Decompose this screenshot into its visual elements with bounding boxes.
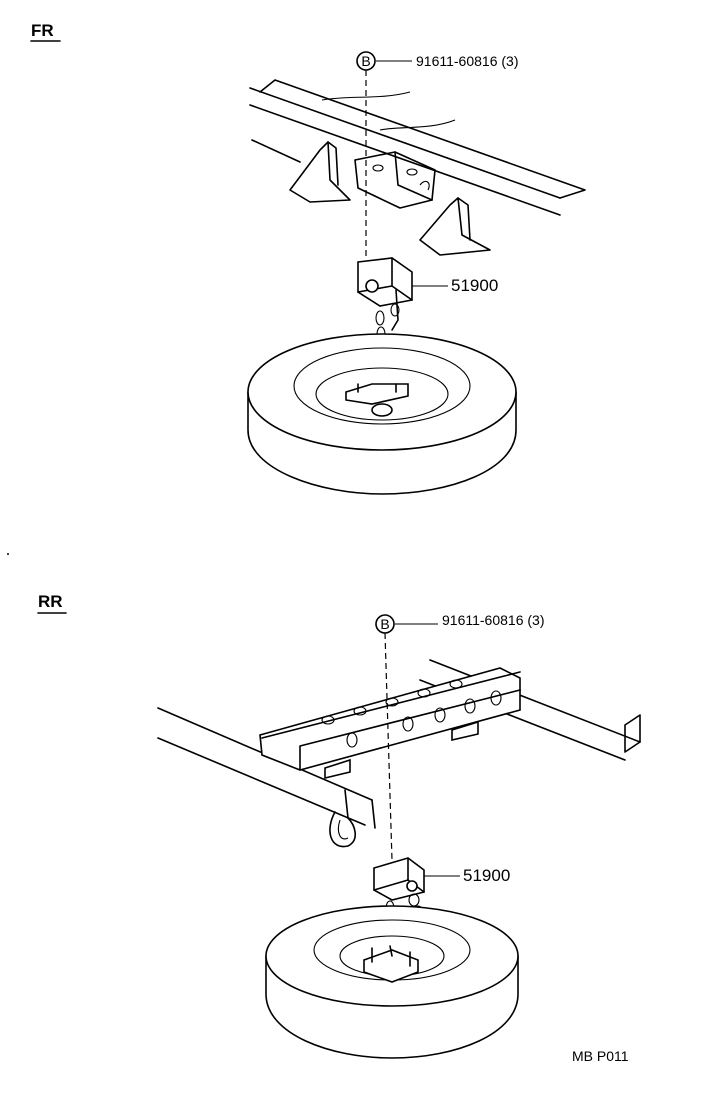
front-section: FR B 91611-60816 (3)	[30, 21, 586, 495]
cross-member	[259, 667, 521, 780]
carrier-part-number: 51900	[463, 866, 510, 885]
rear-section: RR B 91611-60816 (3)	[37, 592, 641, 1059]
spare-wheel-carrier	[357, 257, 413, 331]
bolt-part-number: 91611-60816 (3)	[442, 612, 544, 628]
scan-dot	[7, 553, 9, 555]
carrier-part-number: 51900	[451, 276, 498, 295]
section-label-rr: RR	[38, 592, 63, 611]
spare-wheel-carrier	[373, 857, 425, 919]
hanger-bracket-right	[419, 197, 491, 256]
install-axis-line	[384, 632, 393, 861]
section-label-fr: FR	[31, 21, 54, 40]
tire-retainer-hook	[363, 945, 419, 983]
hanger-bracket-left	[289, 141, 351, 203]
bolt-marker-letter: B	[380, 616, 389, 632]
frame-rail	[249, 79, 586, 216]
bolt-marker-letter: B	[361, 53, 370, 69]
carrier-mount-plate	[354, 151, 436, 209]
drawing-code: MB P011	[572, 1048, 629, 1064]
bolt-part-number: 91611-60816 (3)	[416, 53, 518, 69]
tire-retainer-hook	[345, 383, 409, 417]
